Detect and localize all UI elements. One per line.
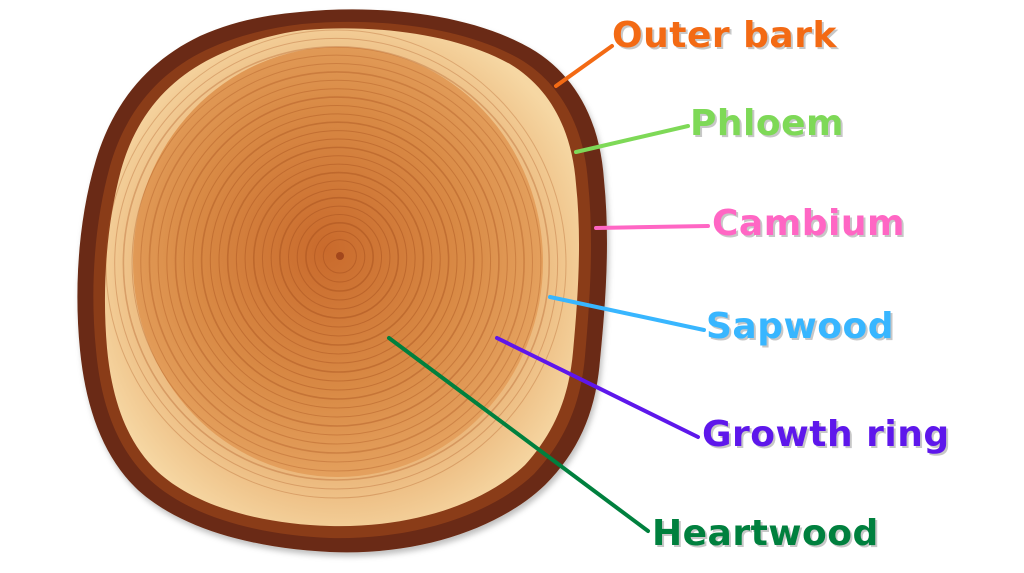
phloem-label: Phloem: [690, 103, 845, 144]
growth-ring-label: Growth ring: [702, 414, 950, 455]
phloem-leader-line: [574, 124, 690, 154]
growth-ring-line: [174, 96, 500, 427]
growth-ring-line: [218, 138, 458, 382]
cambium-leader-line: [594, 224, 710, 230]
pith: [336, 252, 344, 260]
growth-ring-line: [288, 205, 391, 310]
growth-ring-line: [261, 180, 416, 337]
growth-ring-line: [314, 230, 366, 283]
growth-rings: [105, 29, 567, 499]
growth-ring-leader-line: [495, 336, 700, 439]
growth-ring-line: [131, 54, 542, 472]
growth-ring-line: [122, 45, 551, 481]
growth-ring-line: [105, 29, 567, 499]
heartwood-leader-line: [387, 336, 650, 533]
sapwood-label: Sapwood: [706, 306, 894, 347]
growth-ring-line: [270, 188, 408, 328]
growth-ring-line: [114, 37, 559, 490]
growth-ring-line: [200, 121, 475, 400]
growth-ring-line: [305, 222, 374, 292]
growth-ring-line: [192, 113, 483, 409]
growth-ring-line: [235, 155, 441, 364]
growth-ring-line: [296, 213, 383, 301]
growth-ring-line: [157, 79, 517, 445]
outer-bark-label: Outer bark: [612, 15, 837, 56]
sapwood-leader-line: [548, 295, 706, 332]
growth-ring-line: [148, 71, 525, 454]
heartwood-label: Heartwood: [652, 513, 879, 554]
growth-ring-line: [140, 63, 533, 463]
growth-ring-line: [166, 88, 508, 436]
growth-ring-line: [209, 130, 466, 391]
outer-bark-leader-line: [554, 44, 614, 88]
growth-ring-line: [279, 196, 400, 319]
growth-ring-line: [322, 239, 357, 274]
heartwood-region: [133, 47, 543, 477]
growth-ring-line: [183, 104, 492, 418]
growth-ring-line: [226, 146, 450, 373]
growth-ring-line: [252, 171, 425, 346]
cambium-label: Cambium: [712, 203, 905, 244]
growth-ring-line: [244, 163, 433, 355]
